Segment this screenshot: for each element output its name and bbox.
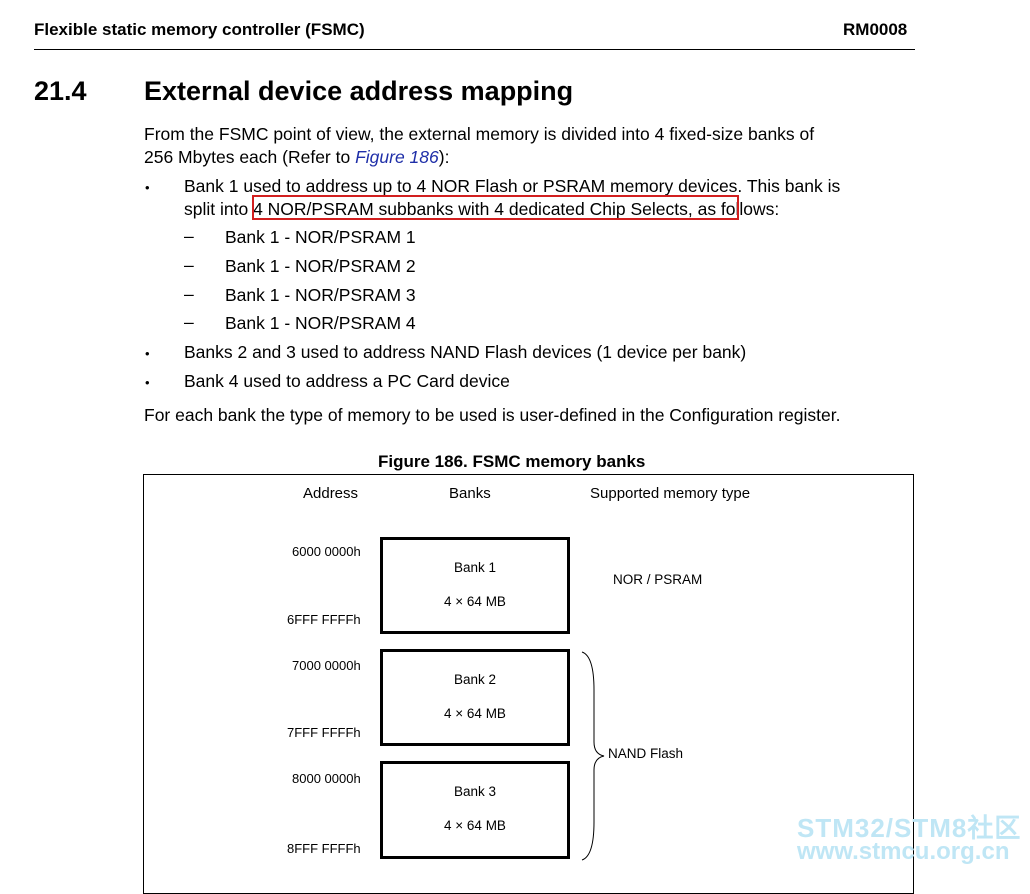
bank-1-start-address: 6000 0000h: [292, 544, 361, 559]
bullet-1-highlighted-text: 4 NOR/PSRAM subbanks with 4 dedicated Ch…: [248, 199, 693, 219]
dash-marker: –: [184, 312, 194, 332]
column-header-address: Address: [303, 485, 359, 502]
watermark-line-1: STM32/STM8社区: [797, 813, 1022, 843]
bank-1-end-address: 6FFF FFFFh: [287, 612, 361, 627]
red-highlight-box: [252, 195, 739, 220]
watermark-line-2: www.stmcu.org.cn: [797, 838, 1010, 865]
bullet-2: Banks 2 and 3 used to address NAND Flash…: [184, 342, 747, 362]
bullet-3: Bank 4 used to address a PC Card device: [184, 371, 510, 391]
section-number: 21.4: [34, 76, 87, 106]
section-title: External device address mapping: [144, 76, 574, 106]
bank-1-box: Bank 1 4 × 64 MB: [380, 537, 570, 634]
bullet-marker: •: [145, 180, 150, 195]
bank-1-name: Bank 1: [453, 560, 497, 575]
memtype-nor-psram: NOR / PSRAM: [613, 572, 703, 587]
bank-2-box: Bank 2 4 × 64 MB: [380, 649, 570, 746]
memtype-nand-flash: NAND Flash: [608, 746, 684, 761]
bank-3-start-address: 8000 0000h: [292, 771, 361, 786]
sub-item-4: Bank 1 - NOR/PSRAM 4: [225, 313, 416, 333]
figure-title: Figure 186. FSMC memory banks: [378, 452, 646, 471]
intro-line-2-pre: 256 Mbytes each (Refer to: [144, 147, 356, 167]
sub-item-2: Bank 1 - NOR/PSRAM 2: [225, 256, 416, 276]
running-header-title: Flexible static memory controller (FSMC): [34, 20, 365, 39]
bullet-1-line-2-pre: split into: [184, 199, 249, 219]
bullet-marker: •: [145, 375, 150, 390]
column-header-memory-type: Supported memory type: [590, 485, 751, 502]
bank-2-name: Bank 2: [453, 672, 497, 687]
bank-2-size: 4 × 64 MB: [444, 706, 506, 721]
dash-marker: –: [184, 284, 194, 304]
sub-item-3: Bank 1 - NOR/PSRAM 3: [225, 285, 416, 305]
running-header-doc-id: RM0008: [843, 20, 908, 39]
sub-item-1: Bank 1 - NOR/PSRAM 1: [225, 227, 416, 247]
column-header-banks: Banks: [449, 485, 491, 502]
bank-3-box: Bank 3 4 × 64 MB: [380, 761, 570, 859]
nand-brace-icon: [581, 651, 605, 861]
dash-marker: –: [184, 226, 194, 246]
bank-2-end-address: 7FFF FFFFh: [287, 725, 361, 740]
dash-marker: –: [184, 255, 194, 275]
bank-3-end-address: 8FFF FFFFh: [287, 841, 361, 856]
bank-2-start-address: 7000 0000h: [292, 658, 361, 673]
bank-1-size: 4 × 64 MB: [444, 594, 506, 609]
bullet-1-line-1: Bank 1 used to address up to 4 NOR Flash…: [184, 176, 841, 196]
figure-186-link[interactable]: Figure 186: [355, 147, 439, 167]
bullet-marker: •: [145, 346, 150, 361]
intro-line-1: From the FSMC point of view, the externa…: [144, 124, 815, 144]
intro-line-2-post: ):: [438, 147, 450, 167]
intro-line-2: 256 Mbytes each (Refer to Figure 186):: [144, 146, 449, 169]
header-rule: [34, 49, 915, 50]
bank-3-name: Bank 3: [453, 784, 497, 799]
closing-paragraph: For each bank the type of memory to be u…: [144, 405, 841, 425]
bank-3-size: 4 × 64 MB: [444, 818, 506, 833]
